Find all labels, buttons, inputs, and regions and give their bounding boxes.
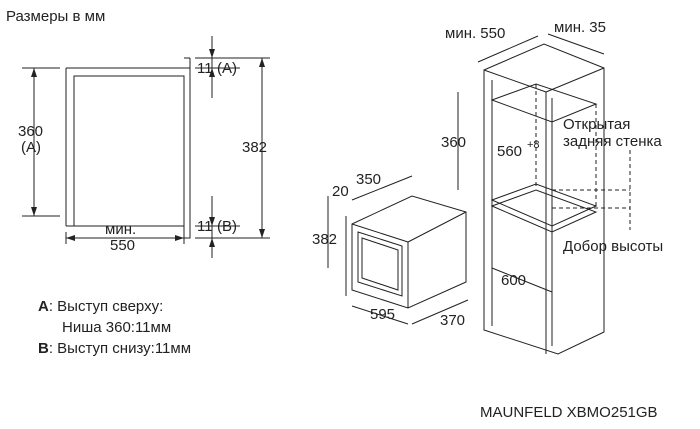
page-title: Размеры в мм [6, 8, 106, 25]
cabinet-shelf-middle-2 [490, 189, 598, 233]
microwave-dim-370-line [411, 299, 469, 325]
cabinet-outline [483, 43, 605, 355]
cabinet-dim-niche-height: 360 [441, 134, 467, 151]
legend-b: B: Выступ снизу:11мм [38, 341, 191, 356]
arrow-up-icon [209, 68, 215, 77]
legend-a-key: A [38, 298, 49, 315]
cabinet-dim-550-line [477, 35, 539, 63]
cabinet-dim-600-line [491, 267, 553, 293]
microwave-edge-top-right [407, 211, 467, 243]
side-view-dim-bottom: 11 [197, 218, 213, 235]
cabinet-edge-top-front [483, 69, 547, 93]
arrow-up-icon [259, 58, 265, 67]
side-view-dim-total-height: 382 [242, 139, 268, 156]
arrow-up-icon [209, 238, 215, 247]
model-name: MAUNFELD XBMO251GB [480, 404, 658, 421]
arrow-down-icon [209, 49, 215, 58]
microwave-window [361, 237, 399, 291]
arrow-left-icon [66, 235, 75, 241]
microwave-edge-top-front [351, 223, 409, 243]
microwave-dim-depth: 350 [356, 171, 382, 188]
microwave-dim-595-line [351, 305, 409, 325]
microwave-dim-depth-small: 20 [332, 183, 349, 200]
arrow-right-icon [175, 235, 184, 241]
legend-a-text-line1: : Выступ сверху: [48, 298, 164, 315]
cabinet-edge-top-right [545, 67, 605, 93]
microwave-dim-height: 382 [312, 231, 338, 248]
side-view-niche-outline [66, 67, 191, 239]
arrow-up-icon [31, 68, 37, 77]
cabinet-dim-min-depth: мин. 550 [445, 25, 506, 42]
arrow-down-icon [259, 229, 265, 238]
side-view-label-a: (A) [217, 60, 237, 77]
arrow-down-icon [209, 217, 215, 226]
side-view-label-b: (B) [217, 218, 237, 235]
side-view-depth-min-label: мин. [105, 221, 137, 238]
arrow-down-icon [31, 207, 37, 216]
cabinet-dim-min-gap: мин. 35 [554, 19, 606, 36]
cabinet-note-height-add: Добор высоты [563, 238, 664, 255]
cabinet-note-open-back: Открытая задняя стенка [563, 116, 662, 150]
legend-b-text: : Выступ снизу:11мм [48, 340, 192, 357]
cabinet-drawing [457, 33, 631, 355]
legend-a: A: Выступ сверху: [38, 299, 163, 314]
side-view-dim-niche-height: 360 [18, 123, 44, 140]
microwave-dim-depth-total: 370 [440, 312, 466, 329]
side-view-dim-niche-label: (A) [21, 139, 41, 156]
cabinet-dim-niche-width-tol: +8 [527, 139, 540, 151]
side-view-depth-value: 550 [110, 237, 136, 254]
legend-b-key: B [38, 340, 49, 357]
side-view-dim-top: 11 [197, 60, 213, 77]
cabinet-dim-35-line [547, 33, 605, 55]
microwave-door [357, 231, 403, 297]
cabinet-dim-depth-bottom: 600 [501, 272, 527, 289]
cabinet-dim-niche-width: 560 [497, 143, 523, 160]
legend-a-text-line2: Ниша 360:11мм [62, 319, 172, 336]
microwave-drawing [327, 175, 469, 325]
microwave-dim-width: 595 [370, 306, 396, 323]
microwave-outline [351, 195, 467, 309]
microwave-dim-350-line [351, 175, 413, 201]
